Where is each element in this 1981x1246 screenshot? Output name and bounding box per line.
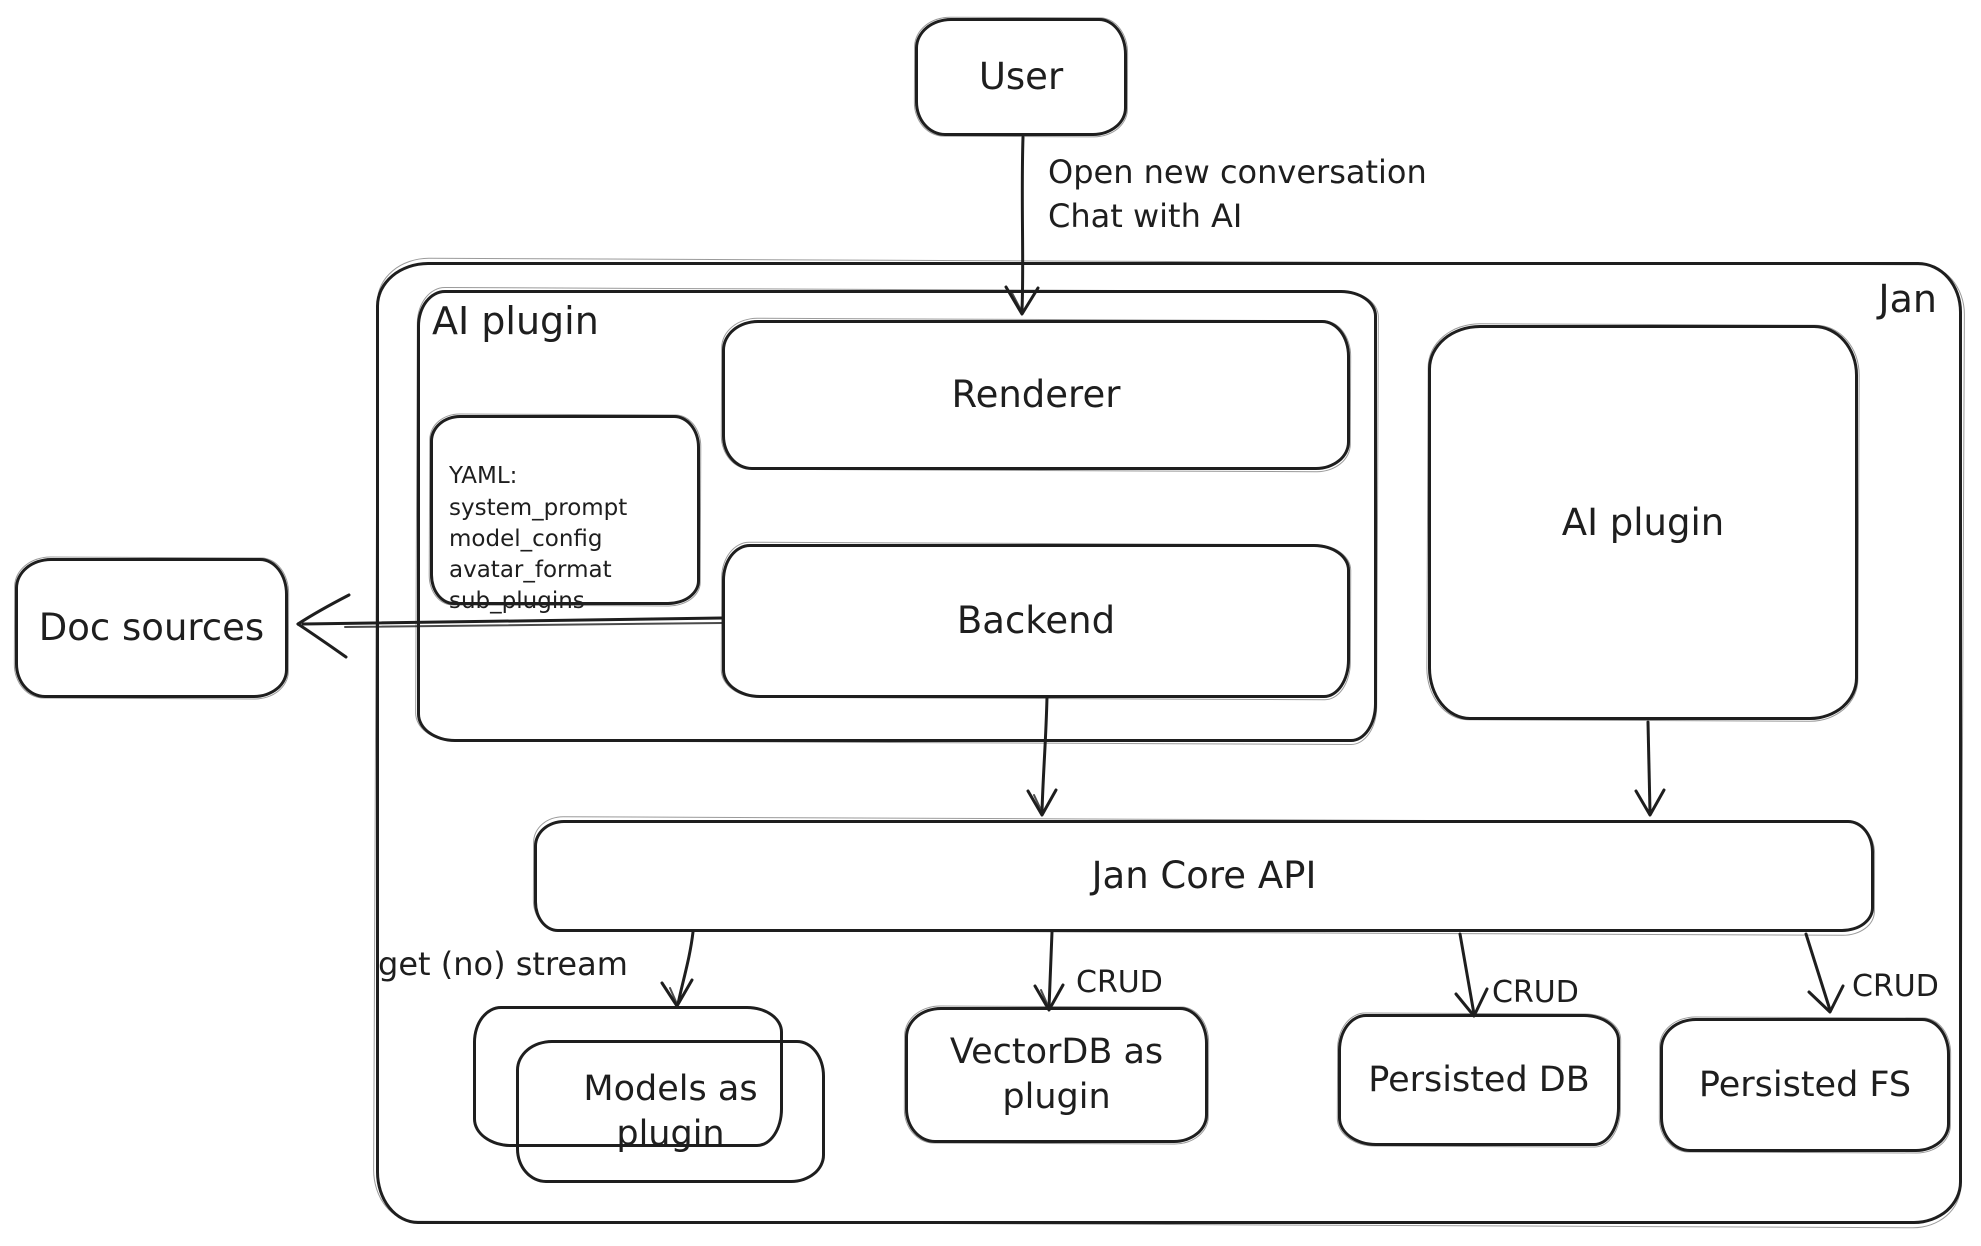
models-as-plugin-label: Models as plugin [583,1068,758,1154]
yaml-note-text: YAML: system_prompt model_config avatar_… [449,463,628,615]
jan-container-box: Jan [376,262,1962,1224]
persisted-db-label: Persisted DB [1368,1059,1590,1100]
user-label: User [978,55,1064,99]
doc-sources-label: Doc sources [38,606,265,650]
ai-plugin-left-container: AI plugin [417,290,1377,742]
edge-label-open-conversation: Open new conversation Chat with AI [1048,153,1427,236]
jan-core-api-node: Jan Core API [534,820,1874,932]
renderer-label: Renderer [951,373,1121,417]
models-as-plugin-node: Models as plugin [516,1040,825,1183]
edge-label-get-no-stream: get (no) stream [378,945,628,983]
edge-label-crud-persisted-db: CRUD [1492,975,1579,1010]
vectordb-as-plugin-label: VectorDB as plugin [949,1032,1164,1117]
persisted-fs-node: Persisted FS [1660,1018,1950,1152]
vectordb-as-plugin-node: VectorDB as plugin [905,1007,1208,1143]
models-as-plugin-outer-box [473,1006,783,1147]
edge-label-crud-persisted-fs: CRUD [1852,969,1939,1004]
ai-plugin-left-label: AI plugin [432,299,599,343]
backend-node: Backend [722,544,1350,698]
persisted-fs-label: Persisted FS [1698,1064,1912,1105]
jan-label: Jan [1878,277,1937,321]
renderer-node: Renderer [722,320,1350,470]
doc-sources-node: Doc sources [15,558,288,698]
yaml-note: YAML: system_prompt model_config avatar_… [430,415,700,614]
backend-label: Backend [956,599,1116,643]
ai-plugin-right-node: AI plugin [1428,325,1858,720]
jan-core-api-label: Jan Core API [1091,854,1317,898]
ai-plugin-right-label: AI plugin [1561,500,1725,544]
user-node: User [915,18,1127,136]
persisted-db-node: Persisted DB [1338,1014,1620,1146]
edge-label-crud-vectordb: CRUD [1076,965,1163,1000]
